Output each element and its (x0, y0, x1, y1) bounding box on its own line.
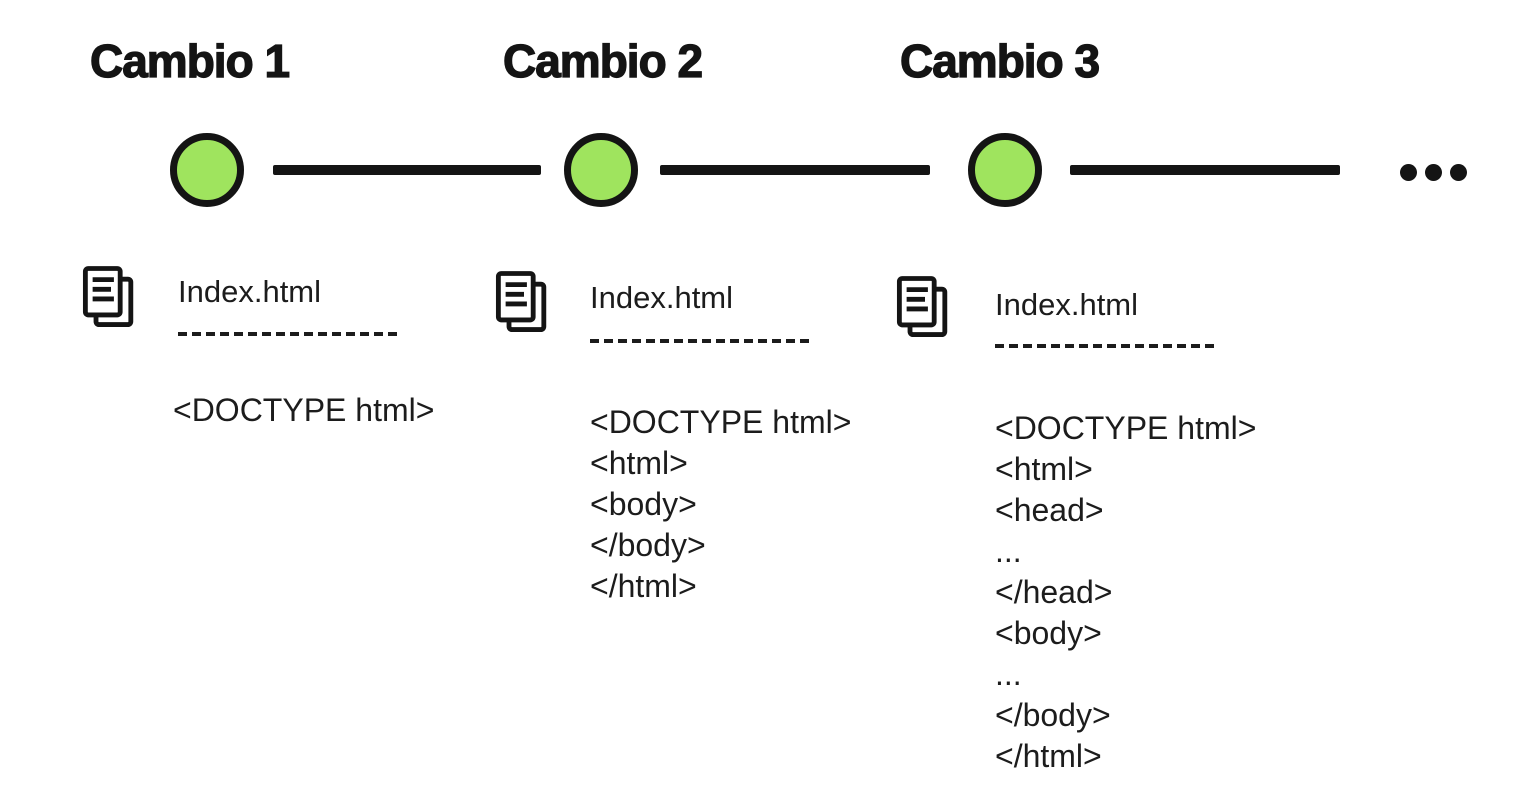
code-line: ... (995, 656, 1022, 692)
commit-node-2 (564, 133, 638, 207)
code-block-3: <DOCTYPE html> <html> <head> ... </head>… (995, 408, 1256, 777)
code-block-1: <DOCTYPE html> (173, 390, 434, 431)
pages-icon (896, 276, 954, 340)
code-line: </html> (590, 568, 697, 604)
dashed-divider-3 (995, 344, 1215, 348)
code-line: <DOCTYPE html> (173, 392, 435, 428)
ellipsis-dot (1450, 164, 1467, 181)
code-line: <body> (590, 486, 697, 522)
dashed-divider-1 (178, 332, 398, 336)
pages-icon (82, 266, 140, 330)
code-line: </body> (590, 527, 706, 563)
commit-node-1 (170, 133, 244, 207)
code-line: <DOCTYPE html> (590, 404, 852, 440)
ellipsis-icon (1400, 164, 1467, 181)
filename-label-2: Index.html (590, 280, 734, 315)
code-line: <html> (590, 445, 688, 481)
timeline-connector-2 (660, 165, 930, 175)
code-block-2: <DOCTYPE html> <html> <body> </body> </h… (590, 402, 851, 607)
cambio-2-title: Cambio 2 (502, 35, 703, 87)
code-line: <DOCTYPE html> (995, 410, 1257, 446)
code-line: </head> (995, 574, 1113, 610)
cambio-3-title: Cambio 3 (899, 35, 1100, 87)
code-line: <head> (995, 492, 1104, 528)
cambio-1-title: Cambio 1 (89, 35, 290, 87)
code-line: <html> (995, 451, 1093, 487)
commit-node-3 (968, 133, 1042, 207)
dashed-divider-2 (590, 339, 810, 343)
ellipsis-dot (1400, 164, 1417, 181)
code-line: </html> (995, 738, 1102, 774)
timeline-connector-1 (273, 165, 541, 175)
code-line: <body> (995, 615, 1102, 651)
filename-label-3: Index.html (995, 287, 1139, 322)
pages-icon (495, 271, 553, 335)
timeline-connector-3 (1070, 165, 1340, 175)
ellipsis-dot (1425, 164, 1442, 181)
code-line: ... (995, 533, 1022, 569)
code-line: </body> (995, 697, 1111, 733)
filename-label-1: Index.html (178, 274, 322, 309)
